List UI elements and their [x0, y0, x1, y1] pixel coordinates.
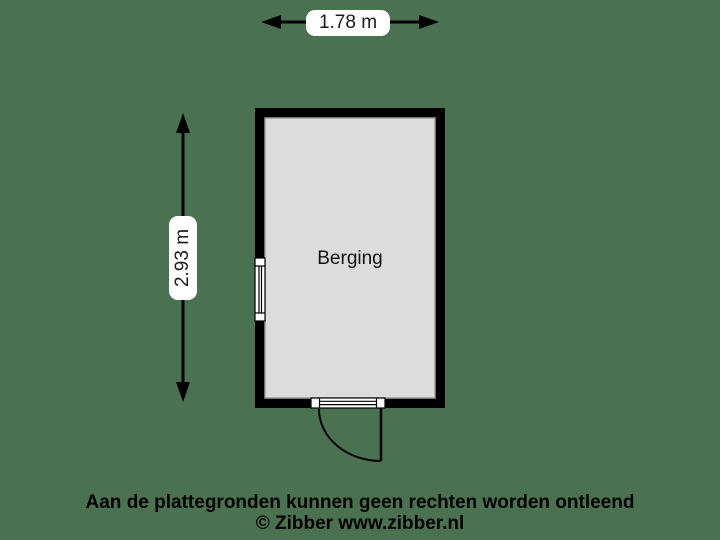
room-floor [264, 117, 436, 399]
height-dimension-label: 2.93 m [169, 216, 197, 300]
room-name-label: Berging [317, 248, 383, 269]
door-symbol [318, 408, 383, 462]
door-sill [310, 397, 386, 409]
copyright-text: © Zibber www.zibber.nl [255, 513, 465, 534]
disclaimer-text: Aan de plattegronden kunnen geen rechten… [85, 492, 635, 513]
window-symbol [254, 257, 266, 322]
room-walls [255, 108, 445, 408]
width-dimension-label: 1.78 m [306, 10, 390, 36]
